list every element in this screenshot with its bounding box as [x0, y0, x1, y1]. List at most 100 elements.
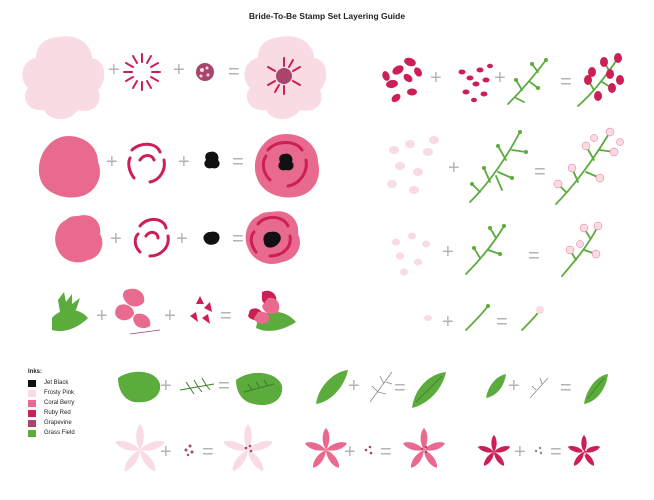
ruby-lily-stamen-stamp: [534, 446, 543, 455]
small-rose-center-stamp: [203, 231, 220, 245]
plus-sign: +: [110, 228, 122, 250]
plus-sign: +: [344, 441, 356, 463]
plus-sign: +: [514, 441, 526, 463]
buds-finished: [248, 290, 296, 331]
equals-sign: =: [228, 61, 240, 83]
plus-sign: +: [96, 305, 108, 327]
plus-sign: +: [442, 311, 454, 333]
anemone-center-stamp: [196, 63, 214, 81]
swatch-coral-berry: [28, 399, 36, 407]
equals-sign: =: [232, 228, 244, 250]
plus-sign: +: [164, 305, 176, 327]
single-petal-stamp: [424, 315, 432, 321]
plus-sign: +: [176, 228, 188, 250]
swatch-ruby-red: [28, 409, 36, 417]
legend-item: Coral Berry: [28, 398, 75, 408]
plus-sign: +: [348, 375, 360, 397]
anemone-finished: [244, 36, 327, 120]
legend-item: Grapevine: [28, 418, 75, 428]
frosty-petals-stamp: [387, 136, 439, 194]
small-rose-finished: [245, 211, 301, 265]
equals-sign: =: [218, 375, 230, 397]
small-rose-petal-outline-stamp: [133, 218, 170, 258]
equals-sign: =: [534, 161, 546, 183]
anemone-base-stamp: [22, 36, 105, 120]
small-rose-base-stamp: [55, 215, 103, 263]
plus-sign: +: [160, 441, 172, 463]
legend-item: Grass Field: [28, 428, 75, 438]
branch-sprig-stamp: [507, 58, 548, 105]
equals-sign: =: [560, 377, 572, 399]
scattered-petals-stamp: [382, 57, 422, 103]
plus-sign: +: [160, 375, 172, 397]
page-title: Bride-To-Be Stamp Set Layering Guide: [248, 11, 406, 21]
feather-leaf-finished: [412, 372, 446, 408]
bud-tips-stamp: [458, 63, 493, 103]
equals-sign: =: [528, 245, 540, 267]
legend-label: Ruby Red: [44, 410, 71, 416]
rose-finished: [254, 134, 320, 198]
equals-sign: =: [560, 71, 572, 93]
feather-vein-stamp: [369, 371, 393, 403]
small-vein-stamp: [529, 377, 549, 399]
lily-stamen-stamp: [184, 444, 194, 457]
coral-lily-finished: [403, 428, 445, 468]
plus-sign: +: [178, 151, 190, 173]
leaf-vein-stamp: [179, 377, 215, 395]
coral-lily-stamen-stamp: [364, 445, 373, 455]
coral-lily-stamp: [305, 428, 347, 468]
short-sprig-stamp: [465, 224, 506, 275]
legend-item: Jet Black: [28, 378, 75, 388]
small-blossom-sprig-finished: [561, 221, 603, 277]
rose-center-stamp: [204, 151, 220, 169]
large-leaf-stamp: [118, 371, 161, 403]
equals-sign: =: [550, 441, 562, 463]
legend-label: Coral Berry: [44, 400, 75, 406]
single-stem-stamp: [465, 304, 490, 331]
small-leaf-stamp: [486, 374, 506, 398]
frosty-lily-stamp: [115, 424, 165, 472]
plus-sign: +: [508, 375, 520, 397]
legend-label: Frosty Pink: [44, 390, 75, 396]
plus-sign: +: [108, 59, 120, 81]
legend-heading: Inks:: [28, 369, 43, 375]
legend-label: Jet Black: [44, 380, 69, 386]
equals-sign: =: [202, 441, 214, 463]
small-leaf-finished: [584, 374, 608, 404]
plus-sign: +: [494, 67, 506, 89]
legend-item: Ruby Red: [28, 408, 75, 418]
single-bud-finished: [521, 306, 544, 331]
feather-leaf-stamp: [316, 370, 348, 404]
swatch-jet-black: [28, 379, 36, 387]
swatch-grapevine: [28, 419, 36, 427]
equals-sign: =: [220, 305, 232, 327]
swatch-frosty-pink: [28, 389, 36, 397]
plus-sign: +: [106, 151, 118, 173]
bud-detail-stamp: [190, 296, 212, 324]
rose-petal-outline-stamp: [127, 142, 166, 184]
ruby-lily-finished: [567, 435, 601, 466]
rose-base-stamp: [38, 136, 101, 198]
equals-sign: =: [380, 441, 392, 463]
plus-sign: +: [430, 67, 442, 89]
bud-petal-stamp: [115, 288, 161, 335]
large-leaf-finished: [236, 372, 283, 406]
swatch-grass-field: [28, 429, 36, 437]
legend-label: Grass Field: [44, 430, 75, 436]
calyx-leaf-stamp: [52, 292, 88, 332]
equals-sign: =: [496, 311, 508, 333]
budding-branch-finished: [577, 53, 624, 107]
plus-sign: +: [173, 59, 185, 81]
anemone-stamen-ring-stamp: [123, 53, 161, 91]
ruby-lily-stamp: [477, 435, 511, 466]
ink-legend: Inks: Jet Black Frosty Pink Coral Berry …: [28, 369, 75, 438]
plus-sign: +: [448, 157, 460, 179]
frosty-lily-finished: [223, 424, 273, 472]
legend-item: Frosty Pink: [28, 388, 75, 398]
plus-sign: +: [442, 241, 454, 263]
blossom-sprig-finished: [553, 127, 624, 205]
equals-sign: =: [232, 151, 244, 173]
long-sprig-stamp: [469, 130, 528, 203]
equals-sign: =: [394, 377, 406, 399]
